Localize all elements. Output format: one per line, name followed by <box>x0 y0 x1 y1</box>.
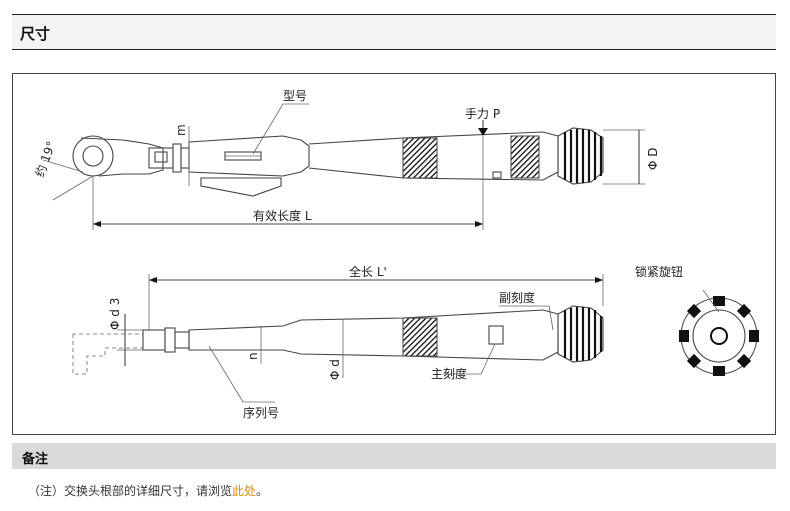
label-hand-force: 手力 P <box>465 107 500 121</box>
label-sub-scale: 副刻度 <box>499 290 535 305</box>
label-total-length: 全长 L' <box>349 264 387 279</box>
label-main-scale: 主刻度 <box>431 366 467 381</box>
notes-header-bar: 备注 <box>12 443 776 469</box>
wrench-side-view <box>72 274 604 403</box>
note-text-after: 。 <box>256 484 269 498</box>
details-link[interactable]: 此处 <box>232 484 257 498</box>
label-phi-d3: Φ d 3 <box>108 298 122 330</box>
note-text-before: （注）交换头根部的详细尺寸，请浏览 <box>28 484 233 498</box>
label-approx-angle: 约 19° <box>32 139 59 179</box>
dimension-diagram: 型号 手力 P m 约 19° Φ D 有效长度 L 全长 L' 锁紧旋钮 副刻… <box>12 73 776 435</box>
section-title: 尺寸 <box>20 25 51 43</box>
label-phi-D: Φ D <box>646 148 660 171</box>
label-phi-d: Φ d <box>328 359 342 380</box>
note-text: （注）交换头根部的详细尺寸，请浏览此处。 <box>28 482 268 499</box>
label-m: m <box>174 124 188 136</box>
label-effective-length: 有效长度 L <box>253 208 312 223</box>
label-lock-knob: 锁紧旋钮 <box>635 264 683 279</box>
section-title-bar: 尺寸 <box>12 14 776 50</box>
notes-header: 备注 <box>22 452 49 467</box>
label-model: 型号 <box>283 89 307 103</box>
label-serial-no: 序列号 <box>243 405 279 420</box>
lock-knob-view <box>679 289 759 376</box>
wrench-drawing: 型号 手力 P m 约 19° Φ D 有效长度 L 全长 L' 锁紧旋钮 副刻… <box>32 89 759 420</box>
label-n: n <box>246 352 260 360</box>
wrench-top-view <box>42 103 645 230</box>
